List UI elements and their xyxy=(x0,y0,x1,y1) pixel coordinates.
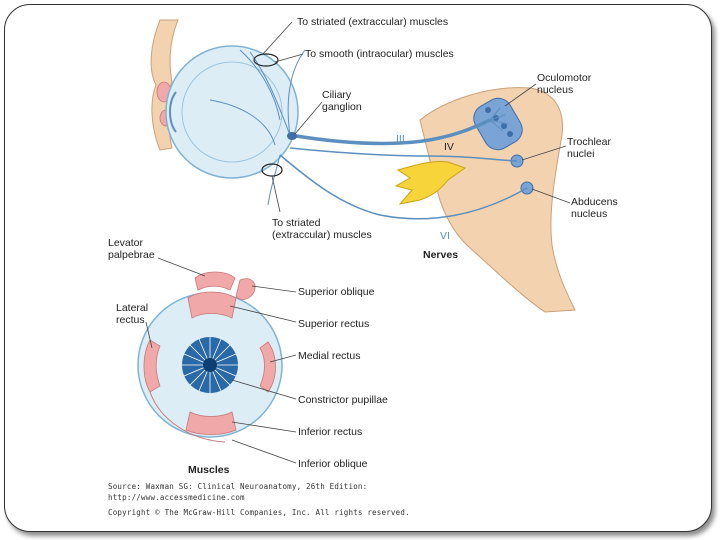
label-oculomotor-2: nucleus xyxy=(537,84,574,96)
label-striated-bottom-1: To striated xyxy=(272,217,321,229)
label-smooth-muscles: To smooth (intraocular) muscles xyxy=(305,48,454,60)
slide-frame xyxy=(4,4,712,532)
label-oculomotor-1: Oculomotor xyxy=(537,72,592,84)
label-medial-rectus: Medial rectus xyxy=(298,350,361,362)
label-levator-1: Levator xyxy=(108,237,144,249)
eyeball-nerves xyxy=(165,45,299,179)
label-striated-top: To striated (extraccular) muscles xyxy=(297,16,449,28)
nerve-iii xyxy=(289,118,491,146)
caption-muscles: Muscles xyxy=(188,464,230,476)
superior-oblique-muscle xyxy=(235,278,256,300)
bundle-ring-top xyxy=(253,53,279,67)
pupil xyxy=(203,358,217,372)
trigeminal-ganglion xyxy=(394,161,467,205)
levator-palpebrae-muscle xyxy=(194,271,236,291)
label-inferior-rectus: Inferior rectus xyxy=(298,426,363,438)
label-levator-2: palpebrae xyxy=(108,249,155,261)
inferior-rectus-muscle xyxy=(185,411,237,435)
label-lateral-1: Lateral xyxy=(116,302,149,314)
nerve-iv xyxy=(289,147,518,162)
credit-url: http://www.accessmedicine.com xyxy=(108,493,245,502)
label-trochlear-1: Trochlear xyxy=(567,136,611,148)
oculomotor-nucleus xyxy=(473,97,523,151)
eyeball-inner xyxy=(181,61,283,163)
label-constrictor-pupillae: Constrictor pupillae xyxy=(298,394,388,406)
label-lateral-2: rectus xyxy=(116,314,145,326)
label-nerve-iv: IV xyxy=(444,141,454,153)
ciliary-ganglion xyxy=(287,132,297,140)
label-ciliary-2: ganglion xyxy=(322,101,362,113)
label-abducens-2: nucleus xyxy=(571,208,608,220)
lens xyxy=(169,91,177,133)
label-striated-bottom-2: (extraccular) muscles xyxy=(272,229,372,241)
label-superior-oblique: Superior oblique xyxy=(298,286,375,298)
credit-copyright: Copyright © The McGraw-Hill Companies, I… xyxy=(108,508,410,517)
label-abducens-1: Abducens xyxy=(571,196,618,208)
lateral-rectus-muscle xyxy=(143,339,161,393)
label-superior-rectus: Superior rectus xyxy=(298,318,370,330)
label-nerve-iii: III xyxy=(396,133,405,145)
medial-rectus-muscle xyxy=(259,341,276,393)
label-ciliary-1: Ciliary xyxy=(322,89,352,101)
label-nerve-vi: VI xyxy=(440,230,450,242)
inferior-oblique-muscle xyxy=(149,391,226,443)
nerve-vi xyxy=(279,154,528,220)
label-trochlear-2: nuclei xyxy=(567,148,595,160)
caption-nerves: Nerves xyxy=(423,249,459,261)
label-inferior-oblique: Inferior oblique xyxy=(298,458,368,470)
credit-source: Source: Waxman SG: Clinical Neuroanatomy… xyxy=(108,482,368,491)
superior-rectus-muscle xyxy=(187,291,237,319)
